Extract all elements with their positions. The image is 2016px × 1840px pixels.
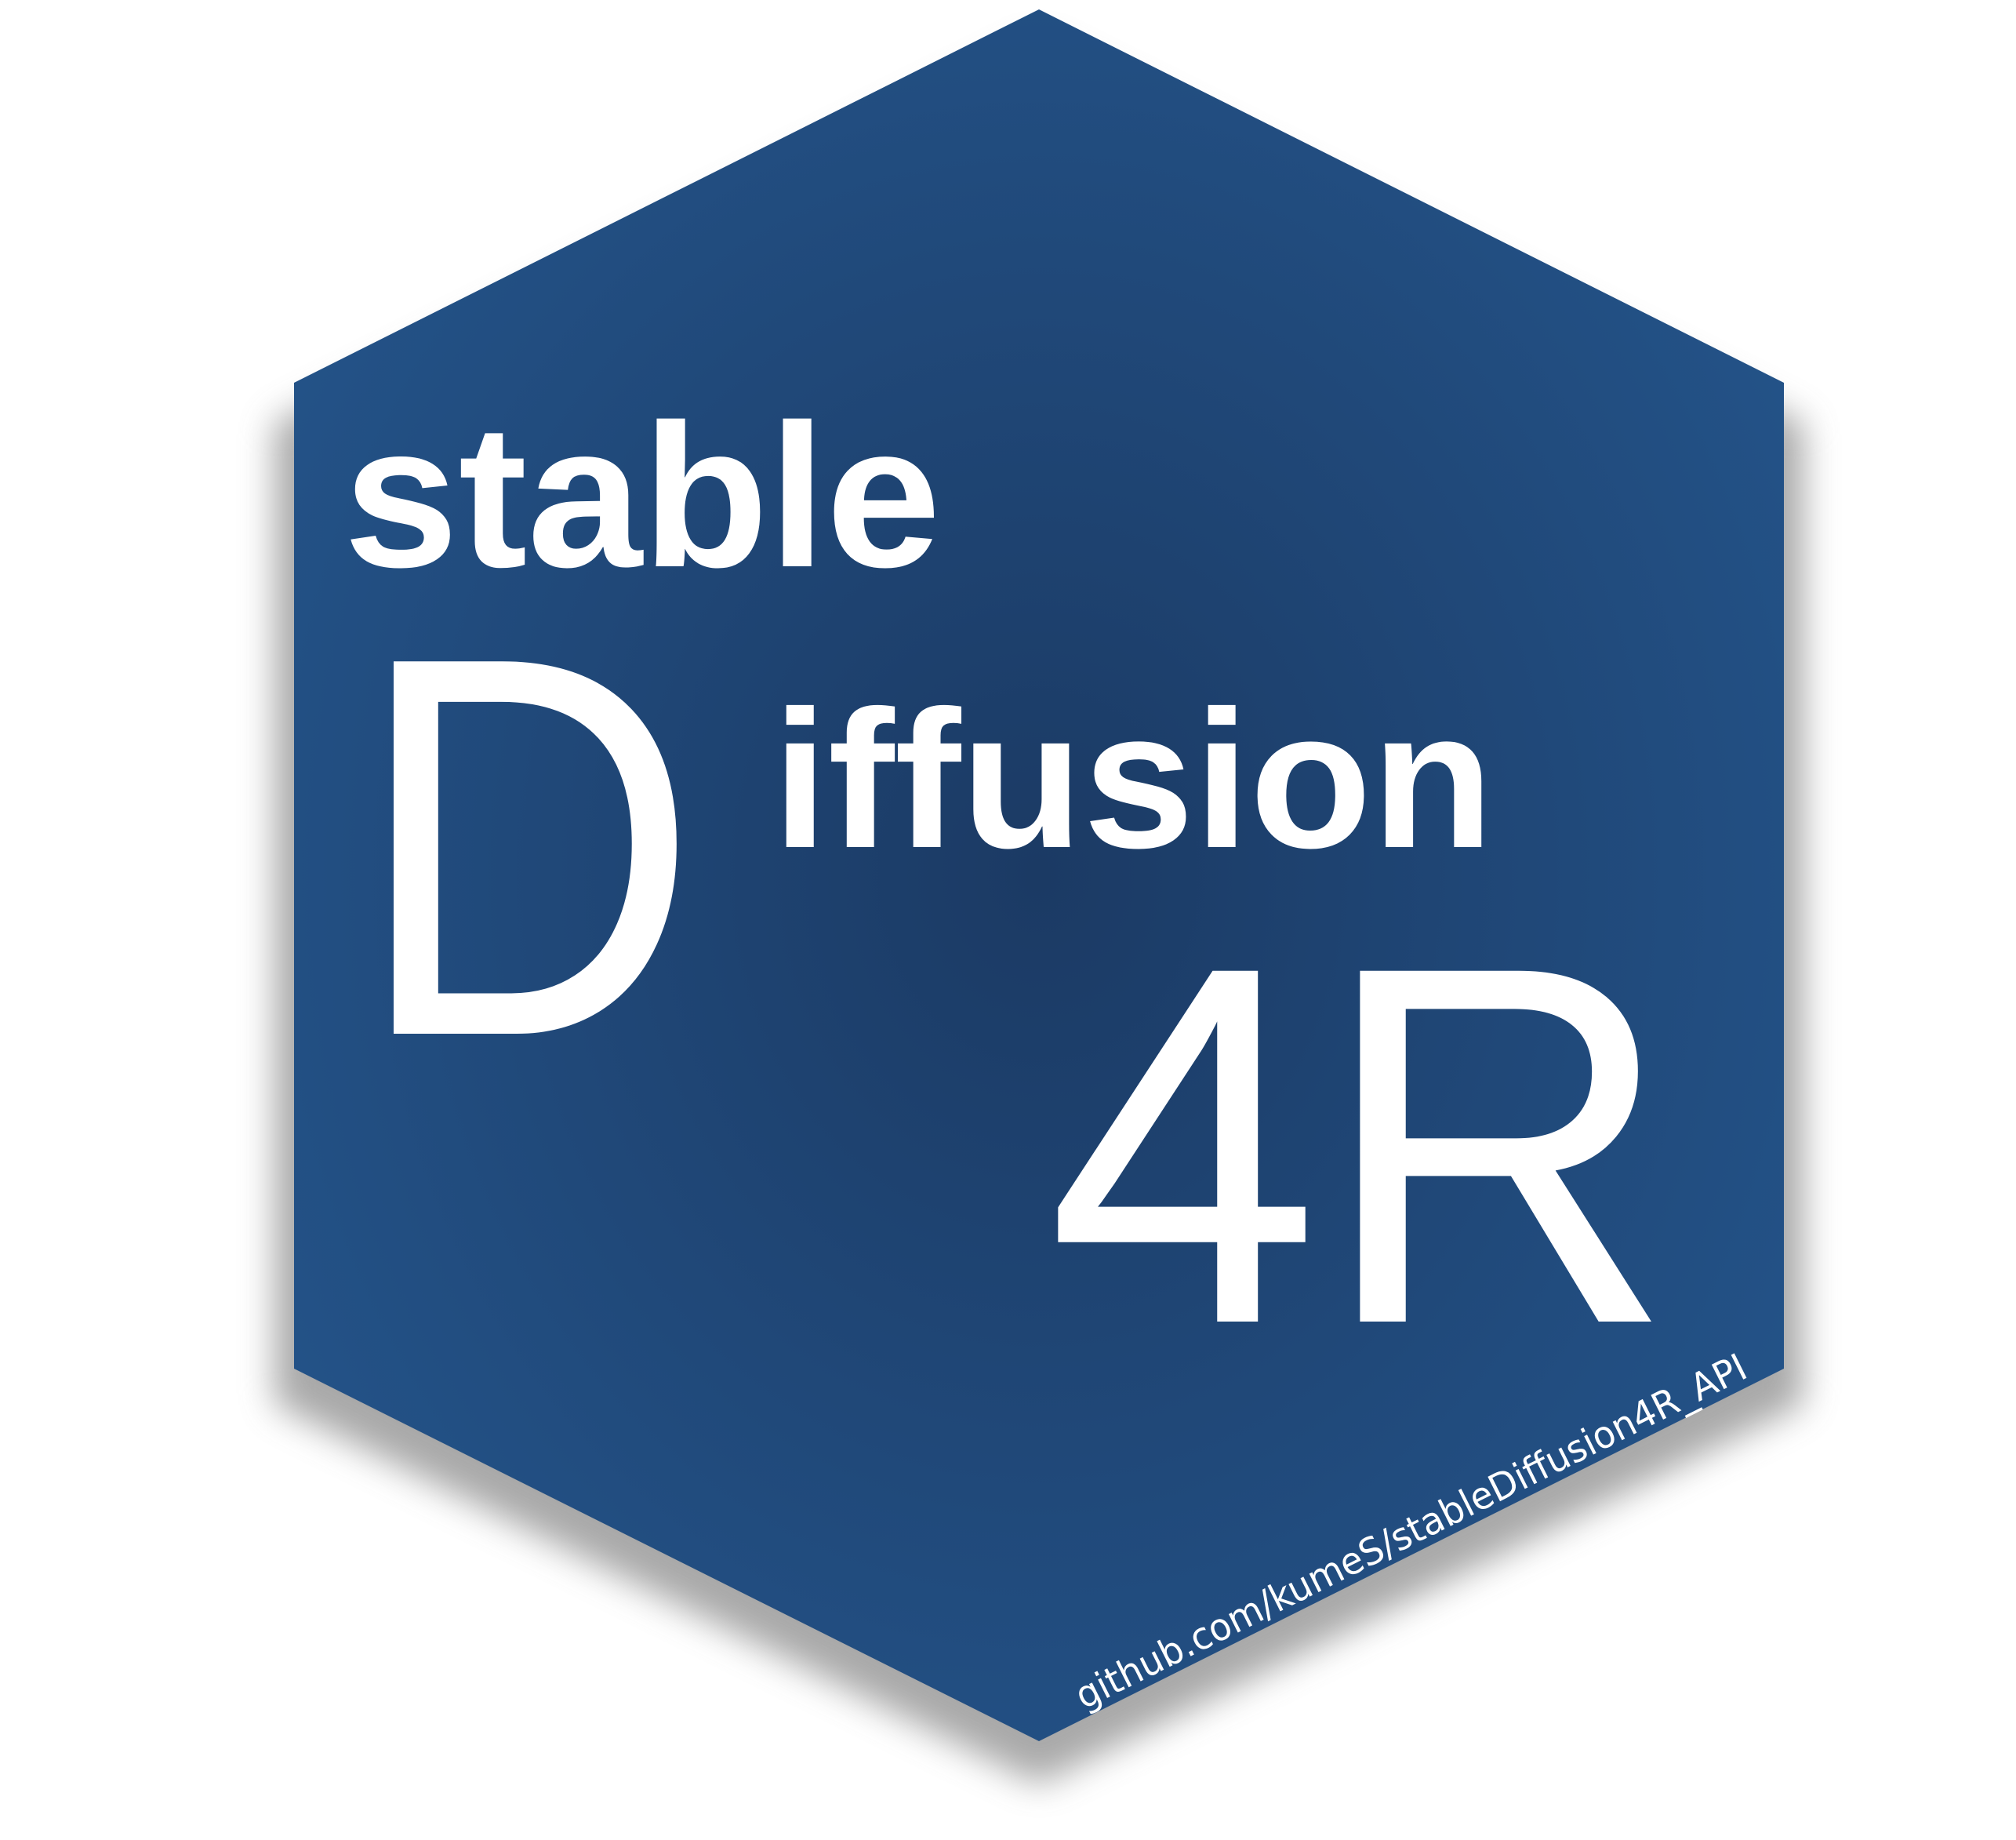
mark-4r: 4R: [1047, 860, 1674, 1430]
word-iffusion: iffusion: [772, 670, 1494, 889]
hex-background: [294, 9, 1784, 1741]
letter-d: D: [354, 544, 699, 1149]
word-stable: stable: [343, 383, 941, 610]
